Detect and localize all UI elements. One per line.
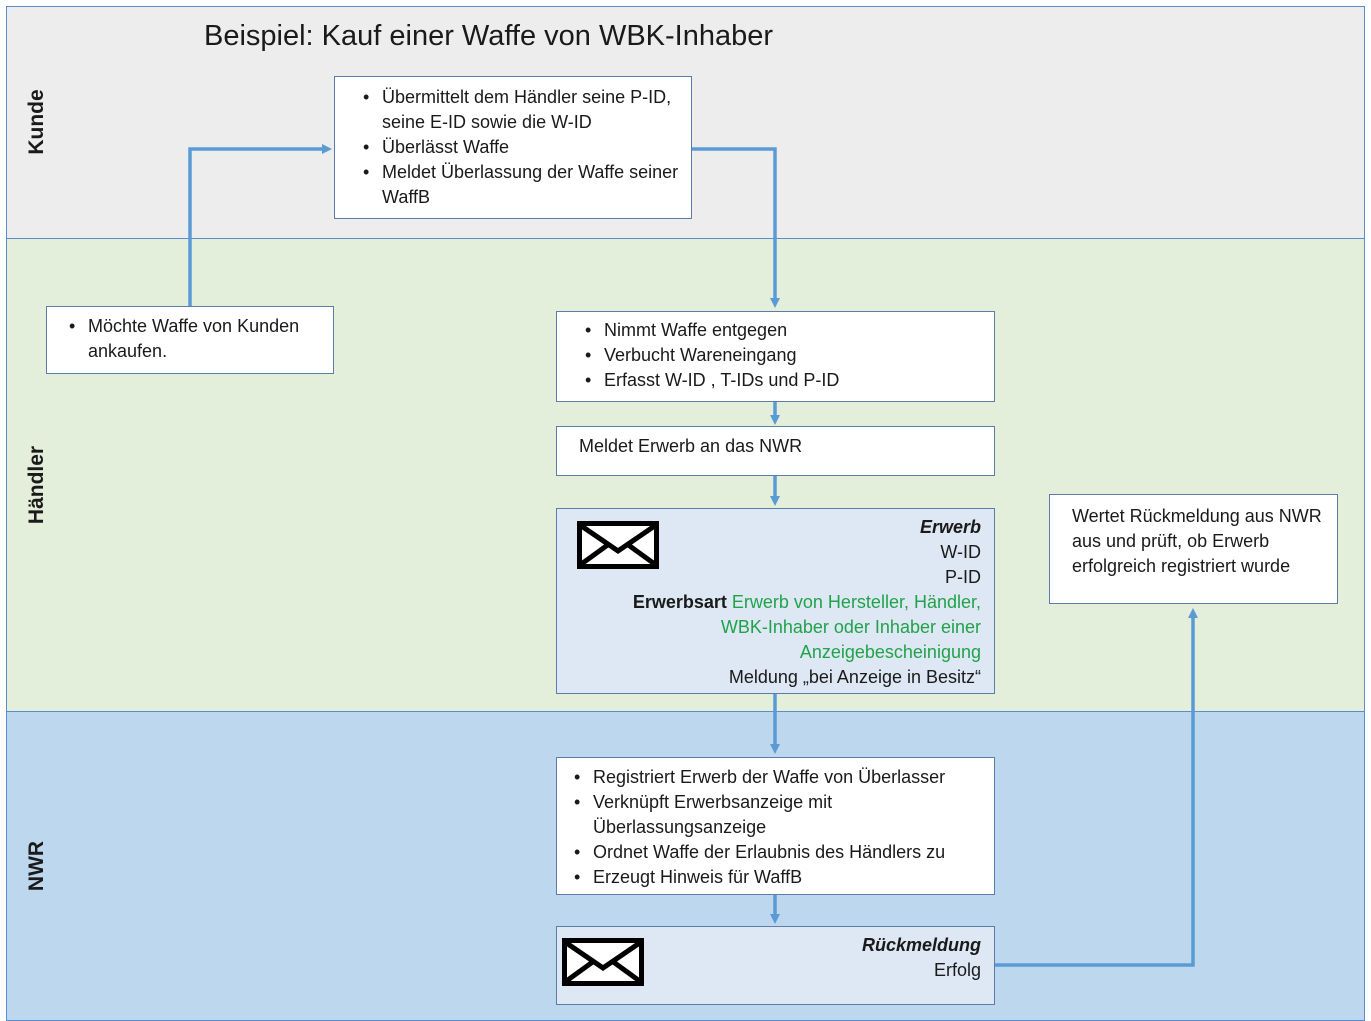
kunde-item-1: Übermittelt dem Händler seine P-ID, sein…	[360, 85, 683, 135]
meldet-erwerb-text: Meldet Erwerb an das NWR	[579, 436, 803, 456]
erwerb-meldung: Meldung „bei Anzeige in Besitz“	[728, 667, 981, 687]
entgegen-item-2: Verbucht Wareneingang	[582, 343, 986, 368]
ankauf-item-1: Möchte Waffe von Kunden ankaufen.	[66, 314, 325, 364]
envelope-icon	[562, 938, 644, 986]
erwerbsart-value-2: WBK-Inhaber oder Inhaber einer	[720, 617, 981, 637]
erwerbsart-value-3: Anzeigebescheinigung	[799, 642, 981, 662]
erwerb-pid: P-ID	[945, 567, 981, 587]
ankauf-box: Möchte Waffe von Kunden ankaufen.	[46, 306, 334, 374]
erwerbsart-label: Erwerbsart	[632, 592, 727, 612]
kunde-actions-box: Übermittelt dem Händler seine P-ID, sein…	[334, 76, 692, 219]
kunde-item-2: Überlässt Waffe	[360, 135, 683, 160]
entgegen-item-3: Erfasst W-ID , T-IDs und P-ID	[582, 368, 986, 393]
arrow-ankauf-to-kunde	[188, 144, 332, 306]
kunde-item-3: Meldet Überlassung der Waffe seiner Waff…	[360, 160, 683, 210]
diagram-title: Beispiel: Kauf einer Waffe von WBK-Inhab…	[204, 20, 774, 52]
erwerbsart-value-1: Erwerb von Hersteller, Händler,	[731, 592, 981, 612]
entgegen-item-1: Nimmt Waffe entgegen	[582, 318, 986, 343]
erwerbsart-line: Erwerbsart Erwerb von Hersteller, Händle…	[557, 590, 981, 615]
auswertung-text: Wertet Rückmeldung aus NWR aus und prüft…	[1072, 506, 1322, 576]
rueckmeldung-title: Rückmeldung	[861, 935, 981, 955]
envelope-icon	[577, 521, 659, 569]
nwr-item-3: Ordnet Waffe der Erlaubnis des Händlers …	[571, 840, 986, 865]
nwr-actions-box: Registriert Erwerb der Waffe von Überlas…	[556, 757, 995, 895]
arrow-rueck-to-auswertung	[994, 608, 1198, 967]
nwr-item-4: Erzeugt Hinweis für WaffB	[571, 865, 986, 890]
nwr-item-1: Registriert Erwerb der Waffe von Überlas…	[571, 765, 986, 790]
waffe-entgegen-box: Nimmt Waffe entgegen Verbucht Wareneinga…	[556, 311, 995, 402]
arrow-kunde-to-entgegen	[691, 147, 780, 308]
erwerb-wid: W-ID	[940, 542, 981, 562]
erwerb-message-title: Erwerb	[919, 517, 981, 537]
meldet-erwerb-box: Meldet Erwerb an das NWR	[556, 426, 995, 476]
nwr-item-2: Verknüpft Erwerbsanzeige mit Überlassung…	[571, 790, 986, 840]
auswertung-box: Wertet Rückmeldung aus NWR aus und prüft…	[1049, 494, 1338, 604]
rueckmeldung-erfolg: Erfolg	[933, 960, 981, 980]
